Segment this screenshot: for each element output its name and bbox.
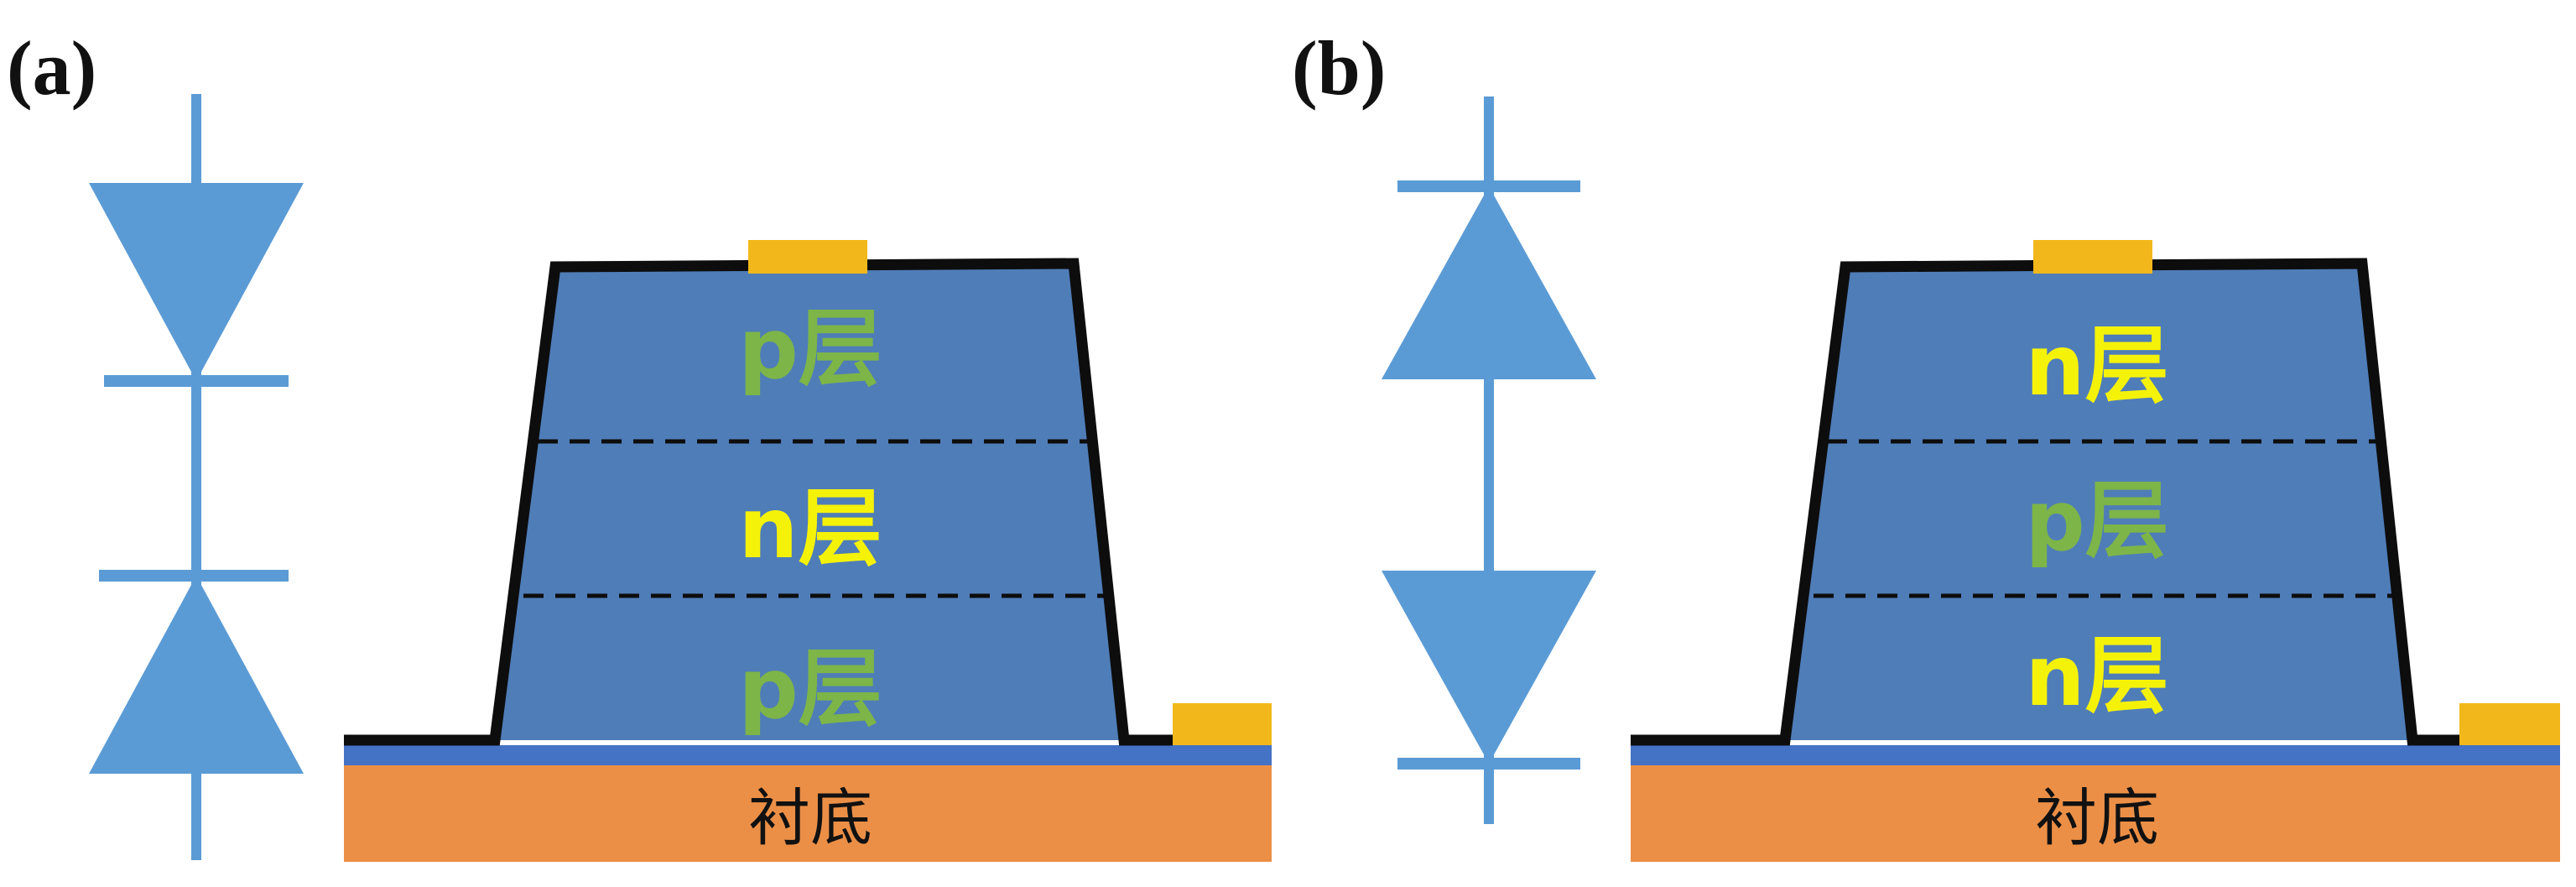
panel-a-layer-2-label: n层 [738,479,882,577]
panel-a-layer-1-label: p层 [738,300,882,398]
panel-a-mesa [495,263,1124,740]
panel-b: (b) n层 p层 n层 衬底 [1292,25,2560,862]
panel-b-substrate-label: 衬底 [2035,782,2159,854]
panel-b-bottom-layer [1631,745,2560,765]
panel-b-layer-2-label: p层 [2025,472,2169,570]
panel-a-substrate [344,765,1272,862]
panel-a: (a) p层 n层 p层 衬底 [7,25,1272,862]
panel-b-top-contact [2033,240,2152,274]
panel-a-diode-top-triangle [89,183,304,381]
panel-b-substrate [1631,765,2560,862]
panel-b-diode-symbol [1382,97,1596,824]
panel-a-diode-symbol [89,94,304,860]
panel-b-device: n层 p层 n层 衬底 [1631,240,2560,862]
panel-b-label: (b) [1292,25,1386,111]
panel-a-diode-bottom-triangle [89,576,304,774]
panel-b-diode-bottom-triangle [1382,571,1596,764]
panel-a-bottom-contact [1173,703,1272,745]
panel-b-diode-top-triangle [1382,186,1596,379]
panel-a-layer-3-label: p层 [738,639,882,738]
panel-a-substrate-label: 衬底 [748,782,872,854]
panel-a-device: p层 n层 p层 衬底 [344,240,1272,862]
panel-b-mesa [1785,263,2412,740]
panel-b-layer-1-label: n层 [2025,316,2168,415]
panel-a-top-contact [748,240,867,274]
panel-b-layer-3-label: n层 [2025,627,2168,725]
panel-a-bottom-layer [344,745,1272,765]
panel-b-bottom-contact [2459,703,2560,745]
panel-a-label: (a) [7,25,96,111]
